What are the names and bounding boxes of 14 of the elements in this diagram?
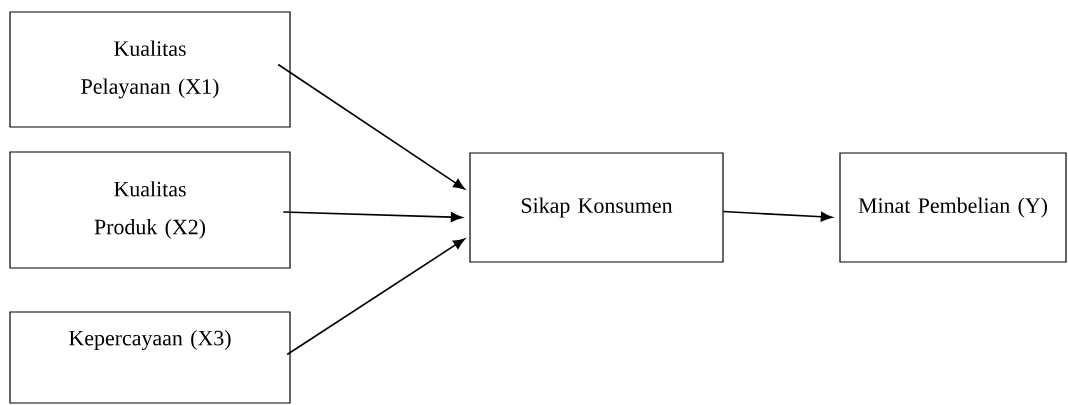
box-frame <box>839 152 1067 263</box>
box-label: Kualitas Pelayanan (X1) <box>81 40 219 99</box>
box-label: Minat Pembelian (Y) <box>858 197 1047 218</box>
box-frame <box>469 152 724 263</box>
arrow <box>282 211 463 222</box>
box-label: Sikap Konsumen <box>521 197 673 218</box>
arrow <box>722 210 833 222</box>
arrow <box>286 238 465 356</box>
box-frame <box>9 311 291 404</box>
box-label: Kualitas Produk (X2) <box>94 181 206 239</box>
arrow <box>277 63 465 190</box>
box-frame <box>9 151 291 269</box>
box-label: Kepercayaan (X3) <box>69 330 231 350</box>
box-frame <box>9 11 291 128</box>
